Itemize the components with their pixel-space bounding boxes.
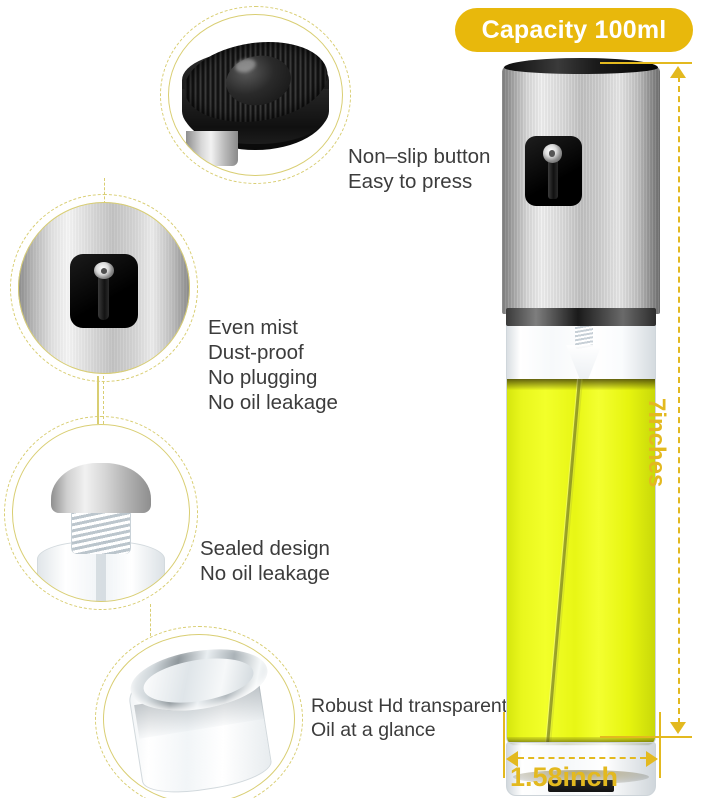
capacity-badge-label: Capacity 100ml	[481, 15, 667, 44]
feature-text-even-mist: Even mist Dust-proof No plugging No oil …	[208, 315, 338, 415]
feature-1-line-1: Non–slip button	[348, 145, 491, 168]
capacity-badge: Capacity 100ml	[455, 8, 693, 52]
seal-center-stem	[95, 545, 107, 602]
nozzle-black-pad	[69, 253, 139, 328]
dimension-arrow-down-icon	[670, 722, 686, 734]
seal-detail-image	[12, 424, 190, 602]
bottle-oil-surface	[507, 379, 655, 390]
nozzle-tab	[97, 275, 110, 321]
bottle-straw	[545, 378, 582, 745]
bottle-funnel	[566, 345, 602, 379]
dimension-tick-top	[600, 62, 692, 65]
feature-2-line-4: No oil leakage	[208, 391, 338, 414]
bottle-steel-collar	[506, 308, 656, 326]
dimension-line-vertical	[678, 76, 680, 724]
feature-3-line-2: No oil leakage	[200, 562, 330, 585]
feature-text-sealed-design: Sealed design No oil leakage	[200, 536, 330, 586]
cap-steel-collar	[185, 130, 238, 167]
product-bottle	[500, 58, 662, 796]
nozzle-spray-hole	[93, 262, 115, 280]
nozzle-detail-image	[18, 202, 190, 374]
connector-cap-to-nozzle	[104, 178, 105, 204]
connector-nozzle-to-seal	[103, 376, 104, 424]
callout-circle-nozzle	[10, 194, 198, 382]
connector-seal-to-glass	[150, 604, 151, 636]
bottle-nozzle-spray-hole	[543, 144, 563, 163]
dimension-tick-bottom	[600, 736, 692, 739]
connector-nozzle-to-seal-solid	[97, 376, 99, 424]
feature-text-non-slip-button: Non–slip button Easy to press	[348, 144, 490, 194]
bottle-black-lid	[504, 58, 658, 74]
bottle-oil-bottom-shadow	[507, 737, 655, 745]
seal-threaded-neck	[70, 507, 132, 554]
bottle-base-reflection	[512, 770, 650, 784]
feature-text-robust-hd: Robust Hd transparent, Oil at a glance	[311, 694, 513, 742]
dimension-arrow-up-icon	[670, 66, 686, 78]
seal-steel-cap	[51, 463, 151, 513]
bottle-glass-body	[506, 316, 656, 746]
dimension-line-horizontal	[518, 757, 646, 759]
bottle-base-dark-strip	[548, 780, 614, 792]
feature-3-line-1: Sealed design	[200, 537, 330, 560]
feature-1-line-2: Easy to press	[348, 170, 473, 193]
bottle-nozzle-tab	[547, 158, 559, 199]
bottle-nozzle-pad	[525, 136, 582, 206]
feature-2-line-3: No plugging	[208, 366, 318, 389]
cap-detail-image	[168, 14, 343, 176]
callout-circle-glass	[95, 626, 303, 798]
dimension-arrow-left-icon	[506, 751, 518, 767]
feature-2-line-1: Even mist	[208, 316, 298, 339]
feature-4-line-2: Oil at a glance	[311, 719, 436, 741]
dimension-width-label: 1.58inch	[510, 762, 619, 792]
callout-circle-seal	[4, 416, 198, 610]
dimension-tick-right	[659, 712, 662, 778]
dimension-arrow-right-icon	[646, 751, 658, 767]
dimension-tick-left	[503, 712, 506, 778]
callout-circle-cap	[160, 6, 351, 184]
glass-detail-image	[103, 634, 295, 798]
feature-2-line-2: Dust-proof	[208, 341, 304, 364]
feature-4-line-1: Robust Hd transparent,	[311, 695, 513, 717]
bottle-base	[506, 742, 656, 796]
bottle-oil-fill	[507, 378, 655, 745]
dimension-height-label: 7inches	[643, 398, 670, 488]
